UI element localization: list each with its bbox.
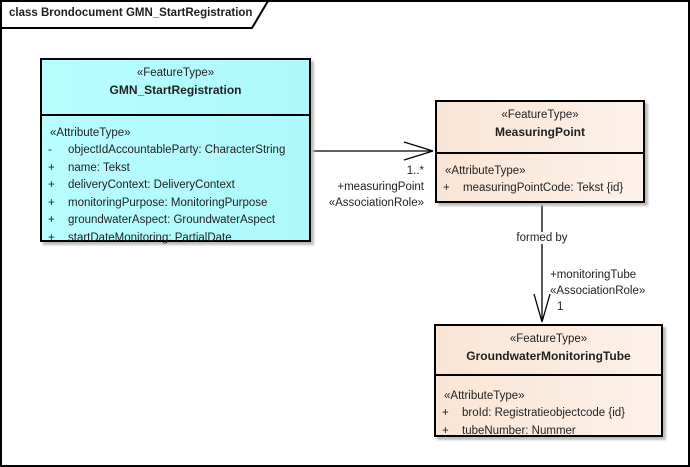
attribute-row[interactable]: + startDateMonitoring: PartialDate	[42, 230, 309, 248]
association-labels-measuringpoint: 1..* +measuringPoint «AssociationRole»	[329, 163, 424, 211]
attribute-text: deliveryContext: DeliveryContext	[68, 179, 235, 191]
visibility-marker: +	[443, 182, 450, 194]
association-monitoringtube-line[interactable]	[533, 203, 551, 323]
class-name: GMN_StartRegistration	[109, 83, 242, 97]
role-label: +measuringPoint	[337, 181, 424, 193]
attribute-text: startDateMonitoring: PartialDate	[68, 231, 232, 244]
attribute-text: groundwaterAspect: GroundwaterAspect	[68, 214, 276, 226]
association-stereotype-label: «AssociationRole»	[328, 197, 424, 209]
visibility-marker: +	[48, 231, 55, 244]
attribute-row[interactable]: + measuringPointCode: Tekst {id}	[437, 180, 643, 198]
class-header: «FeatureType» GMN_StartRegistration	[42, 66, 309, 116]
class-header: «FeatureType» MeasuringPoint	[437, 108, 643, 154]
stereotype-label: «FeatureType»	[509, 333, 588, 345]
association-labels-monitoringtube: +monitoringTube «AssociationRole»	[550, 267, 645, 299]
attribute-row[interactable]: + name: Tekst	[42, 160, 309, 178]
attribute-text: monitoringPurpose: MonitoringPurpose	[68, 196, 268, 209]
stereotype-label: «FeatureType»	[136, 67, 215, 79]
attribute-row[interactable]: + monitoringPurpose: MonitoringPurpose	[42, 195, 309, 213]
attribute-section-label: «AttributeType»	[444, 390, 525, 402]
attribute-section-label: «AttributeType»	[445, 165, 526, 177]
attribute-text: measuringPointCode: Tekst {id}	[463, 182, 624, 194]
visibility-marker: +	[48, 179, 55, 191]
open-arrowhead-icon	[403, 141, 434, 161]
visibility-marker: -	[48, 144, 52, 156]
visibility-marker: +	[48, 214, 55, 226]
multiplicity-label: 1	[557, 301, 564, 313]
attribute-compartment: «AttributeType» + broId: Registratieobje…	[436, 376, 661, 440]
visibility-marker: +	[48, 196, 55, 209]
attribute-compartment: «AttributeType» - objectIdAccountablePar…	[42, 116, 309, 247]
class-box-groundwatermonitoringtube[interactable]: «FeatureType» GroundwaterMonitoringTube …	[434, 324, 663, 437]
association-stereotype-label: «AssociationRole»	[550, 285, 646, 297]
attribute-text: objectIdAccountableParty: CharacterStrin…	[68, 144, 286, 156]
class-name: GroundwaterMonitoringTube	[466, 349, 631, 363]
attribute-row[interactable]: - objectIdAccountableParty: CharacterStr…	[42, 142, 309, 160]
attribute-row[interactable]: + deliveryContext: DeliveryContext	[42, 177, 309, 195]
open-arrowhead-icon	[533, 293, 551, 323]
association-measuringpoint-line[interactable]	[311, 141, 434, 161]
class-box-gmn-startregistration[interactable]: «FeatureType» GMN_StartRegistration «Att…	[40, 58, 311, 244]
attribute-text: name: Tekst	[68, 161, 130, 174]
class-name: MeasuringPoint	[494, 125, 585, 139]
frame-title-tab	[0, 0, 270, 29]
attribute-text: tubeNumber: Nummer	[462, 424, 576, 437]
class-box-measuringpoint[interactable]: «FeatureType» MeasuringPoint «AttributeT…	[435, 100, 645, 203]
attribute-row[interactable]: + broId: Registratieobjectcode {id}	[436, 405, 661, 423]
attribute-section-label: «AttributeType»	[50, 127, 131, 139]
attribute-row[interactable]: + tubeNumber: Nummer	[436, 423, 661, 441]
frame-title: class Brondocument GMN_StartRegistration	[9, 7, 253, 19]
attribute-row[interactable]: + groundwaterAspect: GroundwaterAspect	[42, 212, 309, 230]
visibility-marker: +	[442, 407, 449, 419]
association-name-formed-by: formed by	[513, 232, 571, 244]
visibility-marker: +	[48, 161, 55, 174]
multiplicity-label: 1..*	[406, 165, 424, 177]
attribute-text: broId: Registratieobjectcode {id}	[462, 407, 626, 419]
visibility-marker: +	[442, 424, 449, 437]
attribute-compartment: «AttributeType» + measuringPointCode: Te…	[437, 154, 643, 198]
role-label: +monitoringTube	[550, 269, 637, 281]
class-header: «FeatureType» GroundwaterMonitoringTube	[436, 332, 661, 376]
stereotype-label: «FeatureType»	[501, 109, 579, 121]
